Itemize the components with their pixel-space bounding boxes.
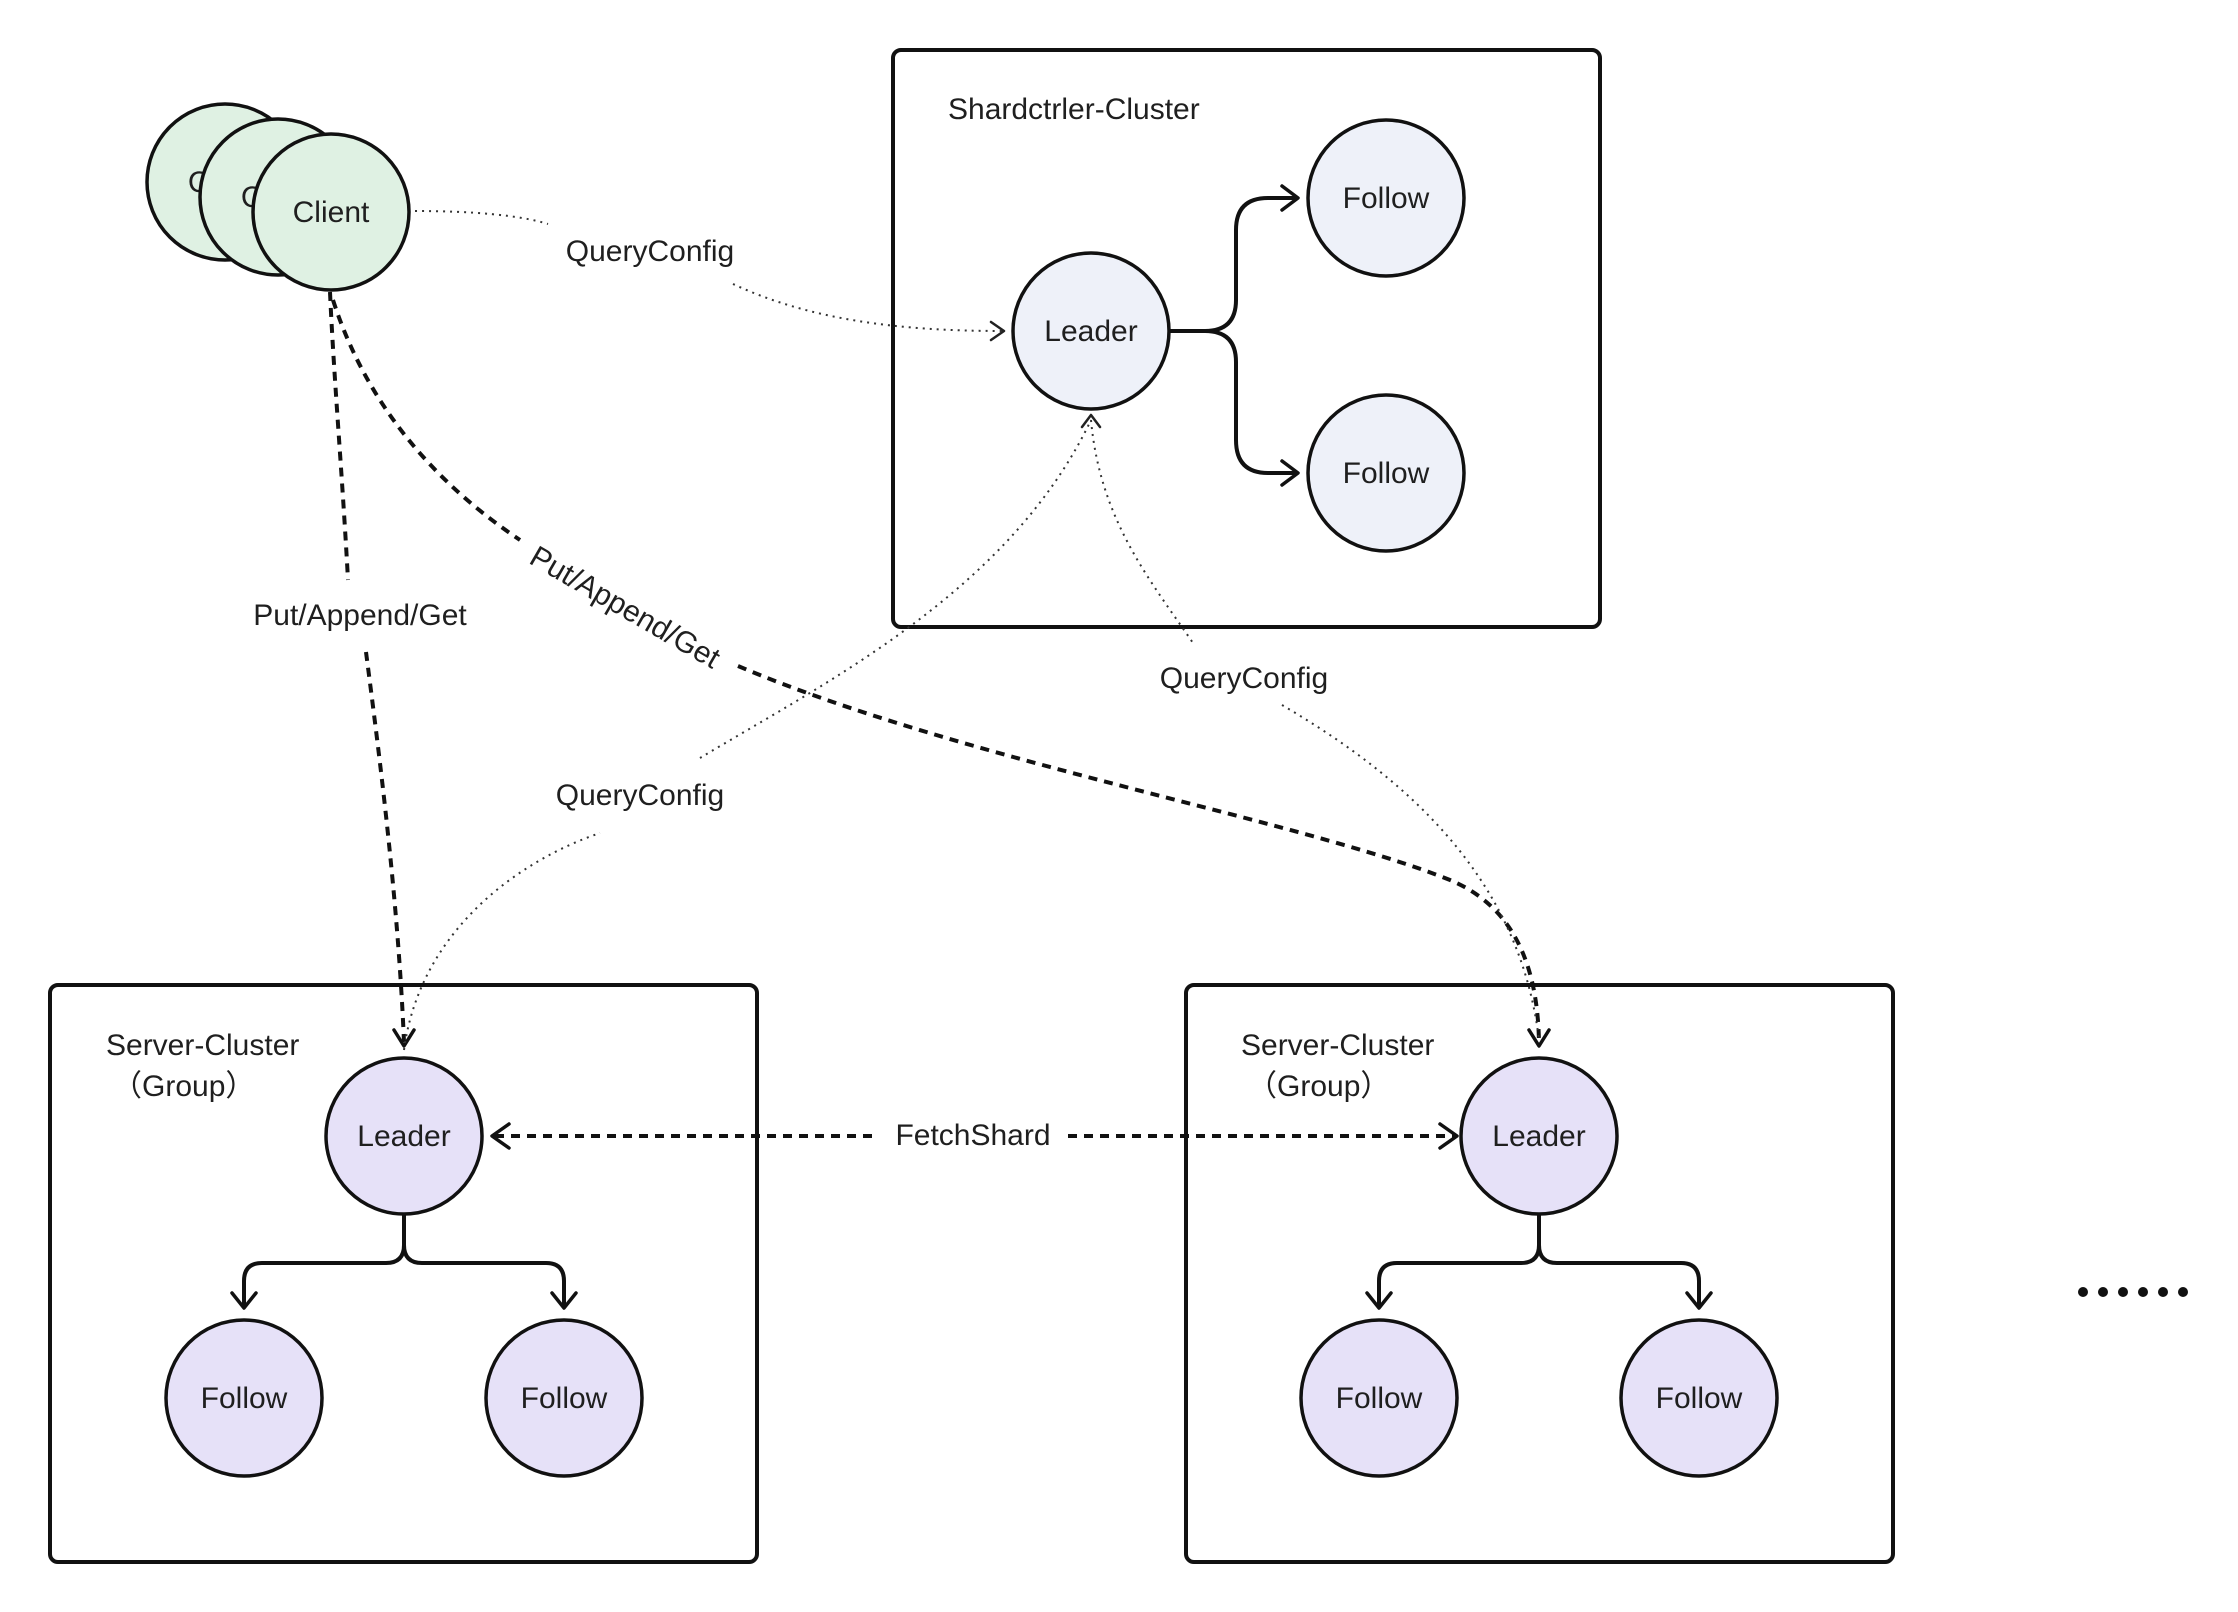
arrow-head-icon [490, 1122, 511, 1150]
edge-right-queryconfig-b [1281, 704, 1540, 1041]
label-background [515, 532, 735, 684]
group-right-follower-node [1619, 1318, 1779, 1478]
shardctrler-cluster-title: Shardctrler-Cluster [948, 93, 1200, 126]
edge-client-put-left-a [328, 291, 350, 581]
arrow-head-icon [1527, 1028, 1551, 1048]
group-left-follower-node [164, 1318, 324, 1478]
shardctrler-leader-label: Leader [1044, 315, 1137, 348]
edge-label-client-put-left: Put/Append/Get [253, 599, 467, 632]
edge-label-client-put-right: Put/Append/Get [524, 540, 726, 676]
edge-client-queryconfig-b [732, 283, 1003, 332]
shardctrler-leader-node [1011, 251, 1171, 411]
arrow-head-icon [1280, 459, 1300, 487]
edge-label-right-queryconfig: QueryConfig [1160, 662, 1328, 695]
label-background [887, 1114, 1059, 1156]
edge-left-queryconfig-a [403, 832, 601, 1051]
group-left-branch-left [242, 1213, 406, 1307]
edge-label-client-queryconfig: QueryConfig [566, 235, 734, 268]
edge-left-queryconfig-b [699, 419, 1092, 759]
arrow-head-icon [1280, 184, 1300, 212]
label-background [245, 594, 476, 636]
group-right-follower-label: Follow [1656, 1382, 1743, 1415]
arrow-head-icon [989, 320, 1006, 342]
server-cluster-right-title: Server-Cluster [1241, 1029, 1434, 1062]
client-stack: Cl Cl Client [145, 102, 411, 292]
label-background [547, 774, 733, 816]
group-left-branch-right [402, 1213, 566, 1307]
more-groups-ellipsis [2078, 1287, 2188, 1297]
edge-right-queryconfig-a [1090, 419, 1194, 644]
server-cluster-left-subtitle: （Group） [112, 1070, 255, 1103]
shardctrler-follower-label: Follow [1343, 182, 1430, 215]
client-label: Client [293, 196, 370, 229]
group-left-follower-node [484, 1318, 644, 1478]
edge-client-put-left-b [364, 651, 406, 1043]
label-background [1151, 657, 1337, 699]
group-left-leader-node [324, 1056, 484, 1216]
arrow-head-icon [1438, 1122, 1459, 1150]
server-cluster-right-subtitle: （Group） [1247, 1070, 1390, 1103]
arrow-head-icon [550, 1291, 578, 1310]
server-cluster-box-right [1184, 983, 1895, 1564]
edge-label-fetchshard: FetchShard [895, 1119, 1050, 1152]
arrow-head-icon [392, 1028, 416, 1048]
shardctrler-follower-node [1306, 118, 1466, 278]
edge-label-left-queryconfig: QueryConfig [556, 779, 724, 812]
group-right-leader-label: Leader [1492, 1120, 1585, 1153]
shardctrler-follower-node [1306, 393, 1466, 553]
group-left-follower-label: Follow [201, 1382, 288, 1415]
group-left-leader-label: Leader [357, 1120, 450, 1153]
arrow-head-icon [1685, 1291, 1713, 1310]
shardctrler-cluster-box [891, 48, 1602, 629]
edge-client-put-right-a [331, 299, 522, 542]
shardctrler-follower-label: Follow [1343, 457, 1430, 490]
arrow-head-icon [1365, 1291, 1393, 1310]
label-background [557, 230, 743, 272]
group-left-follower-label: Follow [521, 1382, 608, 1415]
shardctrler-branch-lower [1166, 329, 1297, 475]
edge-client-put-right-b [737, 664, 1541, 1045]
client-node [251, 132, 411, 292]
arrow-head-icon [230, 1291, 258, 1310]
group-right-follower-label: Follow [1336, 1382, 1423, 1415]
arrow-head-icon [1080, 413, 1102, 429]
group-right-branch-left [1377, 1213, 1541, 1307]
group-right-follower-node [1299, 1318, 1459, 1478]
server-cluster-box-left [48, 983, 759, 1564]
edge-client-queryconfig-a [414, 210, 549, 225]
group-right-leader-node [1459, 1056, 1619, 1216]
group-right-branch-right [1537, 1213, 1701, 1307]
shardctrler-branch-upper [1166, 196, 1297, 333]
server-cluster-left-title: Server-Cluster [106, 1029, 299, 1062]
